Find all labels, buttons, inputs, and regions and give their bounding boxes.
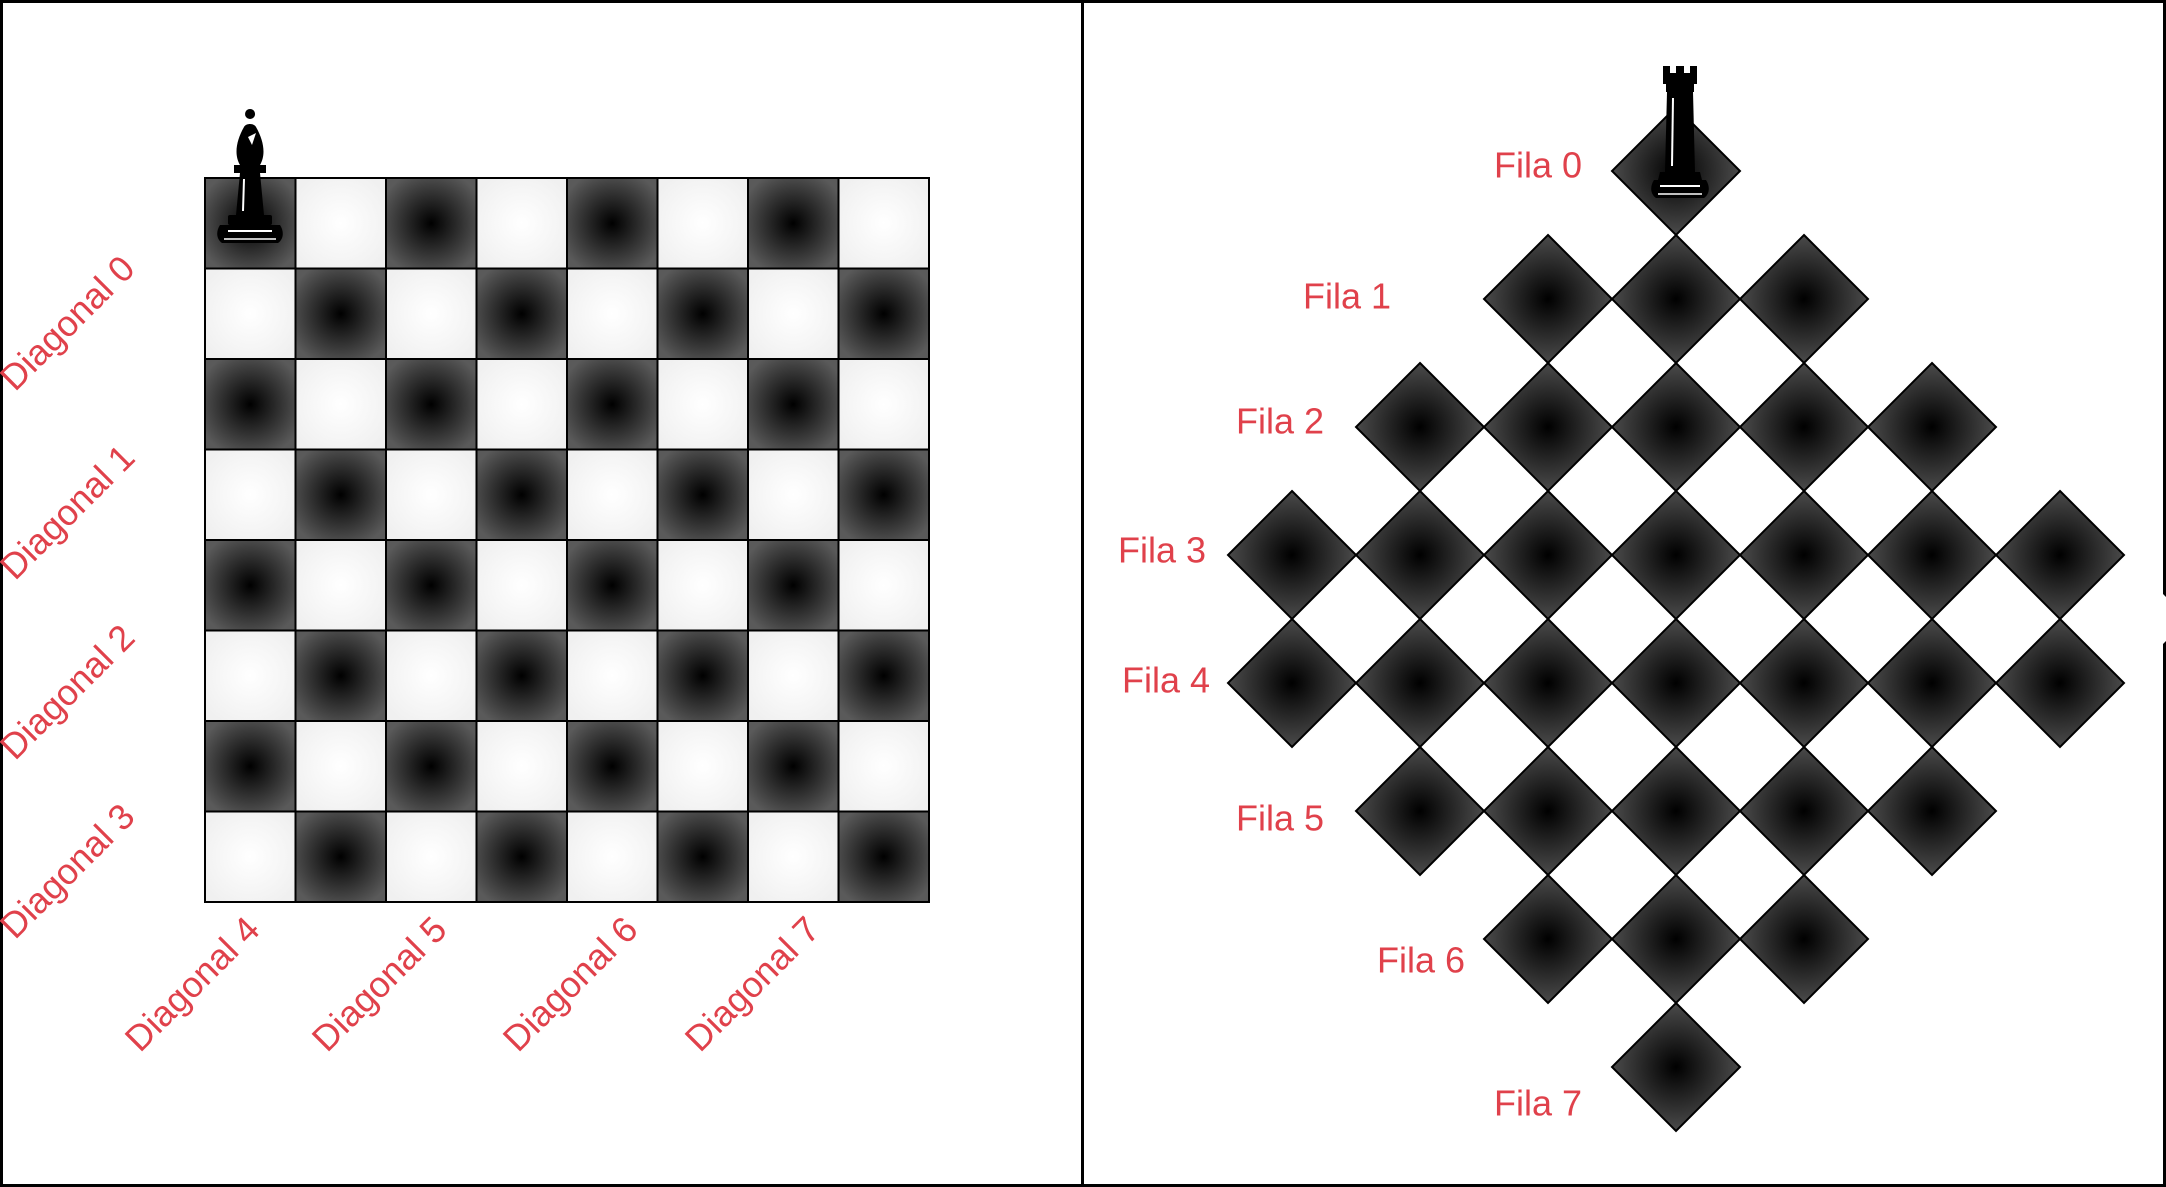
dark-square (204, 358, 297, 451)
diagonal-label: Diagonal 4 (117, 908, 268, 1059)
light-square (475, 358, 568, 451)
dark-square (837, 629, 930, 722)
light-square (385, 810, 478, 903)
dark-square (747, 358, 840, 451)
dark-square (1482, 873, 1614, 1005)
light-square (747, 810, 840, 903)
diagonal-label: Diagonal 2 (0, 616, 142, 767)
dark-square (385, 720, 478, 813)
dark-square (294, 629, 387, 722)
light-square (475, 720, 568, 813)
light-square (204, 267, 297, 360)
dark-square (294, 267, 387, 360)
dark-square (1610, 1001, 1742, 1133)
light-square (837, 177, 930, 270)
light-square (204, 448, 297, 541)
dark-square (385, 358, 478, 451)
dark-square (656, 810, 749, 903)
row-label: Fila 1 (1303, 276, 1391, 317)
dark-square (1866, 745, 1998, 877)
dark-square (1994, 617, 2126, 749)
light-square (385, 448, 478, 541)
row-label: Fila 6 (1377, 940, 1465, 981)
dark-square (475, 810, 568, 903)
light-square (475, 539, 568, 632)
light-square (837, 720, 930, 813)
light-square (475, 177, 568, 270)
dark-square (837, 448, 930, 541)
light-square (2060, 555, 2166, 683)
diagonal-label: Diagonal 3 (0, 795, 142, 946)
right-panel-frame (1081, 0, 2166, 1187)
light-square (385, 629, 478, 722)
light-square (566, 267, 659, 360)
light-square (566, 629, 659, 722)
diagonal-label: Diagonal 7 (677, 908, 828, 1059)
dark-square (656, 629, 749, 722)
light-square (204, 629, 297, 722)
light-square (837, 358, 930, 451)
light-square (294, 539, 387, 632)
dark-square (566, 539, 659, 632)
dark-square (385, 177, 478, 270)
dark-square (656, 448, 749, 541)
row-label: Fila 5 (1236, 798, 1324, 839)
bishop-icon (217, 109, 283, 243)
light-square (656, 539, 749, 632)
dark-square (837, 267, 930, 360)
light-square (747, 448, 840, 541)
light-square (385, 267, 478, 360)
dark-square (385, 539, 478, 632)
light-square (294, 720, 387, 813)
dark-square (204, 720, 297, 813)
row-label: Fila 3 (1118, 530, 1206, 571)
dark-square (294, 448, 387, 541)
rook-icon (1651, 66, 1709, 198)
light-square (566, 448, 659, 541)
light-square (656, 358, 749, 451)
row-label: Fila 4 (1122, 660, 1210, 701)
row-label: Fila 2 (1236, 401, 1324, 442)
light-square (747, 629, 840, 722)
row-label: Fila 7 (1494, 1083, 1582, 1124)
light-square (294, 358, 387, 451)
light-square (204, 810, 297, 903)
dark-square (656, 267, 749, 360)
standard-board (204, 177, 930, 903)
dark-square (204, 539, 297, 632)
dark-square (1738, 873, 1870, 1005)
dark-square (747, 720, 840, 813)
dark-square (1354, 745, 1486, 877)
light-square (837, 539, 930, 632)
light-square (656, 720, 749, 813)
dark-square (837, 810, 930, 903)
dark-square (294, 810, 387, 903)
dark-square (566, 720, 659, 813)
dark-square (747, 539, 840, 632)
light-square (566, 810, 659, 903)
dark-square (1226, 617, 1358, 749)
dark-square (566, 358, 659, 451)
diagonal-label: Diagonal 6 (495, 908, 646, 1059)
diagonal-label: Diagonal 0 (0, 247, 142, 398)
dark-square (475, 448, 568, 541)
diagonal-label: Diagonal 5 (304, 908, 455, 1059)
light-square (656, 177, 749, 270)
dark-square (475, 267, 568, 360)
dark-square (475, 629, 568, 722)
light-square (747, 267, 840, 360)
rotated-board (1164, 105, 2166, 1133)
dark-square (566, 177, 659, 270)
diagonal-label: Diagonal 1 (0, 436, 142, 587)
row-labels: Fila 0 Fila 1 Fila 2 Fila 3 Fila 4 Fila 5 Fila… (1118, 145, 1582, 1124)
light-square (294, 177, 387, 270)
dark-square (747, 177, 840, 270)
row-label: Fila 0 (1494, 145, 1582, 186)
